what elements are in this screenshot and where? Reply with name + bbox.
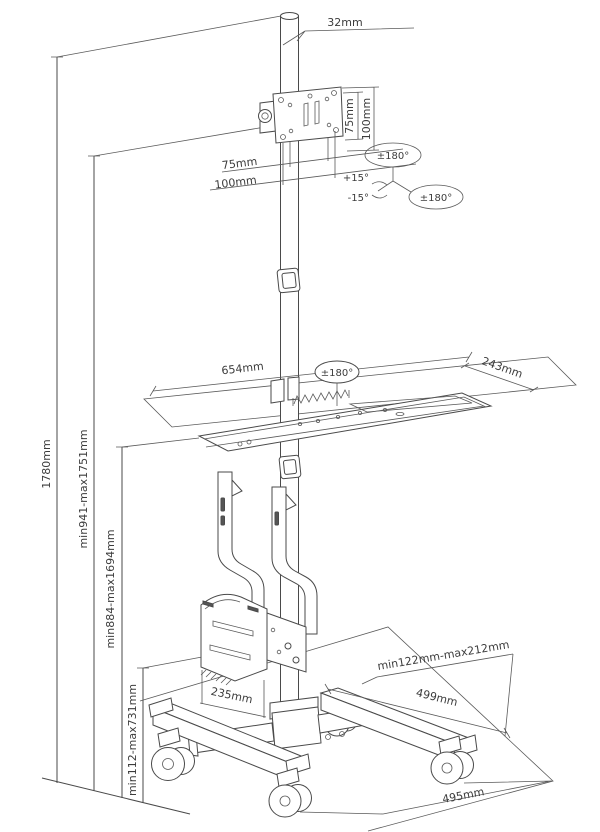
dim-tilt-down: -15° bbox=[348, 193, 369, 204]
tray-reference-plane bbox=[143, 356, 577, 428]
cpu-strap-left bbox=[217, 471, 265, 615]
plate-slot-long bbox=[209, 644, 251, 661]
caster-wheel bbox=[430, 735, 474, 785]
tilt-arrows bbox=[371, 181, 388, 199]
column-block bbox=[271, 706, 322, 750]
keyboard-tray bbox=[197, 376, 493, 452]
caster-wheel bbox=[151, 727, 195, 781]
dim-tray-swivel: ±180° bbox=[321, 368, 353, 379]
plate-slot bbox=[247, 605, 259, 613]
plate-slot bbox=[202, 600, 214, 608]
cpu-plate bbox=[200, 593, 268, 682]
dim-monitor-rotation: ±180° bbox=[420, 193, 452, 204]
dim-base-width: 495mm bbox=[441, 785, 485, 806]
dimension-line bbox=[299, 780, 553, 815]
rotation-bubble bbox=[408, 184, 464, 210]
dim-leg-length: 499mm bbox=[415, 686, 459, 709]
flange-bolt bbox=[284, 642, 292, 650]
extension-line bbox=[142, 656, 203, 669]
floor-baseline bbox=[41, 777, 191, 815]
strap-slot bbox=[220, 497, 225, 512]
strap-hook bbox=[285, 492, 297, 511]
pole-top-cap bbox=[280, 12, 299, 20]
flange-bolt bbox=[292, 656, 300, 664]
dim-total-height: 1780mm bbox=[40, 439, 53, 488]
cpu-strap-right bbox=[271, 486, 318, 635]
tray-recess bbox=[348, 395, 473, 413]
extension-line bbox=[93, 126, 266, 157]
leader-line bbox=[282, 27, 415, 46]
dim-monitor-swivel: ±180° bbox=[377, 151, 409, 162]
vesa-holes bbox=[278, 90, 339, 140]
dimension-line bbox=[149, 351, 473, 397]
dim-monitor-height-range: min941-max1751mm bbox=[77, 429, 90, 548]
dim-cpu-holder-width-range: min122mm-max212mm bbox=[376, 638, 510, 673]
rotation-diagram: ±180° ±180° +15° -15° bbox=[343, 142, 464, 210]
dimension-line bbox=[342, 91, 364, 141]
dimension-line bbox=[199, 670, 267, 718]
vesa-mount bbox=[258, 86, 344, 144]
plate-slot-long bbox=[212, 620, 254, 637]
base bbox=[148, 687, 478, 818]
cpu-side-flange bbox=[266, 612, 307, 673]
reference-plane-outline bbox=[143, 356, 577, 428]
dim-vesa-width-inner: 75mm bbox=[221, 155, 258, 172]
cable-clip bbox=[276, 267, 301, 294]
dimension-ticks bbox=[51, 56, 149, 669]
dim-tray-width: 654mm bbox=[221, 360, 265, 378]
dim-cpu-height-range: min112-max731mm bbox=[126, 684, 139, 796]
strap-slot bbox=[220, 515, 225, 526]
dim-cpu-holder-depth: 235mm bbox=[210, 685, 254, 707]
dim-tray-depth: 243mm bbox=[480, 354, 524, 380]
dim-tilt-up: +15° bbox=[343, 173, 369, 184]
dimension-line bbox=[341, 86, 380, 152]
tray-bracket bbox=[270, 378, 285, 404]
spring-ends bbox=[292, 390, 350, 406]
cpu-holder bbox=[200, 471, 318, 686]
dim-pole-diameter: 32mm bbox=[327, 16, 362, 29]
clamp-knob bbox=[258, 109, 272, 123]
tray-plate bbox=[197, 392, 493, 452]
dim-vesa-height-outer: 100mm bbox=[360, 98, 373, 140]
leg-end-cap bbox=[148, 697, 174, 718]
cable-clip bbox=[278, 454, 302, 480]
dimension-line bbox=[460, 362, 539, 393]
extension-line bbox=[56, 15, 282, 58]
dim-tray-height-range: min884-max1694mm bbox=[104, 529, 117, 648]
strap-hook bbox=[231, 478, 243, 497]
tray-holes bbox=[237, 407, 405, 447]
dimension-line bbox=[361, 653, 514, 737]
dim-vesa-height-inner: 75mm bbox=[343, 98, 356, 133]
dimension-line bbox=[324, 683, 511, 739]
flex-spring bbox=[293, 389, 349, 405]
strap-slot bbox=[274, 511, 279, 526]
extension-line bbox=[121, 437, 200, 448]
caster-wheel bbox=[268, 767, 312, 818]
plate-hatching bbox=[200, 669, 232, 686]
dim-vesa-width-outer: 100mm bbox=[214, 173, 258, 191]
extension-line bbox=[282, 131, 336, 185]
left-height-dimensions: 1780mm min941-max1751mm min884-max1694mm… bbox=[40, 15, 282, 815]
tray-rim bbox=[203, 396, 487, 448]
dimension-line bbox=[209, 148, 417, 191]
